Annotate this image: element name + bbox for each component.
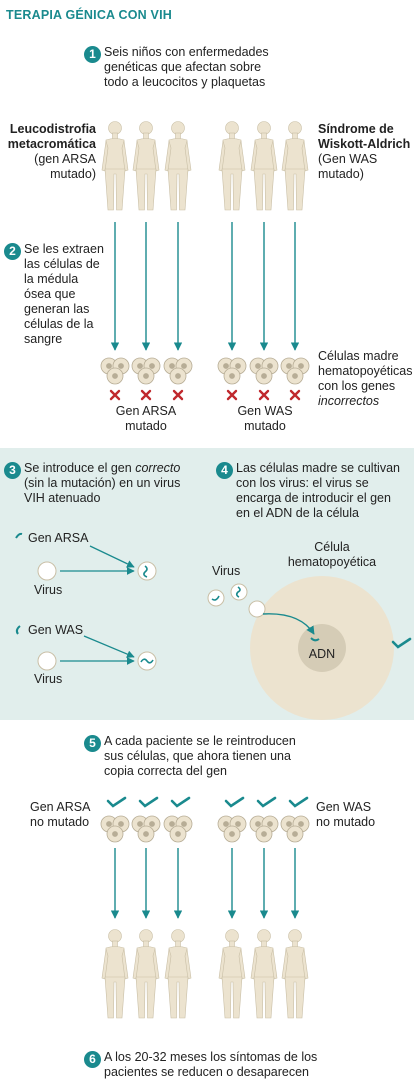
step-1-badge: 1: [84, 46, 101, 63]
step-5-badge: 5: [84, 735, 101, 752]
virus-icon: [248, 600, 266, 618]
patient-figure: [250, 929, 278, 1019]
stem-cell-cluster: [131, 357, 161, 385]
patient-figure: [281, 121, 309, 211]
check-icon: [106, 796, 127, 808]
virus-icon: [207, 589, 225, 607]
step-1-text: Seis niños con enfermedades genéticas qu…: [104, 45, 269, 89]
dna-label: ADN: [308, 647, 336, 661]
patient-figure: [218, 121, 246, 211]
virus-label: Virus: [212, 564, 241, 578]
corrected-cell-cluster: [280, 815, 310, 843]
corrected-cell-cluster: [217, 815, 247, 843]
step-5-text: A cada paciente se le reintroducen sus c…: [104, 734, 296, 778]
check-icon: [391, 637, 412, 649]
cell-title: Célula hematopoyética: [287, 540, 377, 569]
mutated-right-label: Gen WAS mutado: [237, 404, 293, 433]
step-2-text: Se les extraen las células de la médula …: [24, 242, 104, 346]
corrected-cell-cluster: [131, 815, 161, 843]
stem-cell-cluster: [217, 357, 247, 385]
patient-figure: [132, 121, 160, 211]
gene-arsa-label: Gen ARSA: [28, 531, 89, 545]
stem-cells-label: Células madre hematopoyéticas con los ge…: [318, 349, 414, 409]
step-3-emphasis: correcto: [135, 461, 181, 475]
corrected-cell-cluster: [163, 815, 193, 843]
not-mutated-right-label: Gen WAS no mutado: [316, 800, 376, 829]
gene-icon: [15, 625, 21, 635]
cross-icon: [226, 389, 238, 401]
stem-cell-cluster: [280, 357, 310, 385]
mutated-left-label: Gen ARSA mutado: [115, 404, 177, 433]
virus-label: Virus: [34, 583, 63, 597]
right-group-name: Síndrome de Wiskott-Aldrich: [318, 122, 411, 151]
patient-figure: [164, 121, 192, 211]
patient-figure: [218, 929, 246, 1019]
step-3-text: Se introduce el gen correcto (sin la mut…: [24, 461, 184, 506]
virus-icon: [37, 561, 57, 581]
left-group-name: Leucodistrofia metacromática: [7, 122, 96, 151]
virus-icon: [37, 651, 57, 671]
step-4-badge: 4: [216, 462, 233, 479]
check-icon: [224, 796, 245, 808]
check-icon: [288, 796, 309, 808]
cross-icon: [109, 389, 121, 401]
dna-nucleus: [298, 624, 346, 672]
step-3-badge: 3: [4, 462, 21, 479]
corrected-cell-cluster: [100, 815, 130, 843]
patient-figure: [281, 929, 309, 1019]
stem-cells-text: Células madre hematopoyéticas con los ge…: [318, 349, 413, 393]
cross-icon: [258, 389, 270, 401]
virus-label: Virus: [34, 672, 63, 686]
step-3-text-a: Se introduce el gen: [24, 461, 132, 475]
patient-figure: [101, 121, 129, 211]
not-mutated-left-label: Gen ARSA no mutado: [30, 800, 90, 829]
check-icon: [170, 796, 191, 808]
gene-icon: [15, 532, 23, 539]
check-icon: [256, 796, 277, 808]
patient-figure: [132, 929, 160, 1019]
cross-icon: [289, 389, 301, 401]
patient-figure: [101, 929, 129, 1019]
cross-icon: [140, 389, 152, 401]
left-group-gene: (gen ARSA mutado): [34, 152, 96, 181]
step-2-badge: 2: [4, 243, 21, 260]
check-icon: [138, 796, 159, 808]
stem-cell-cluster: [249, 357, 279, 385]
cross-icon: [172, 389, 184, 401]
step-4-text: Las células madre se cultivan con los vi…: [236, 461, 400, 520]
gene-was-label: Gen WAS: [28, 623, 84, 637]
stem-cell-cluster: [100, 357, 130, 385]
patient-figure: [250, 121, 278, 211]
stem-cells-emphasis: incorrectos: [318, 394, 380, 408]
step-6-badge: 6: [84, 1051, 101, 1068]
stem-cell-cluster: [163, 357, 193, 385]
right-group-gene: (Gen WAS mutado): [318, 152, 378, 181]
patient-figure: [164, 929, 192, 1019]
step-3-text-b: (sin la mutación) en un virus VIH atenua…: [24, 476, 181, 505]
corrected-cell-cluster: [249, 815, 279, 843]
step-6-text: A los 20-32 meses los síntomas de los pa…: [104, 1050, 318, 1079]
diagram-title: TERAPIA GÉNICA CON VIH: [6, 8, 172, 22]
